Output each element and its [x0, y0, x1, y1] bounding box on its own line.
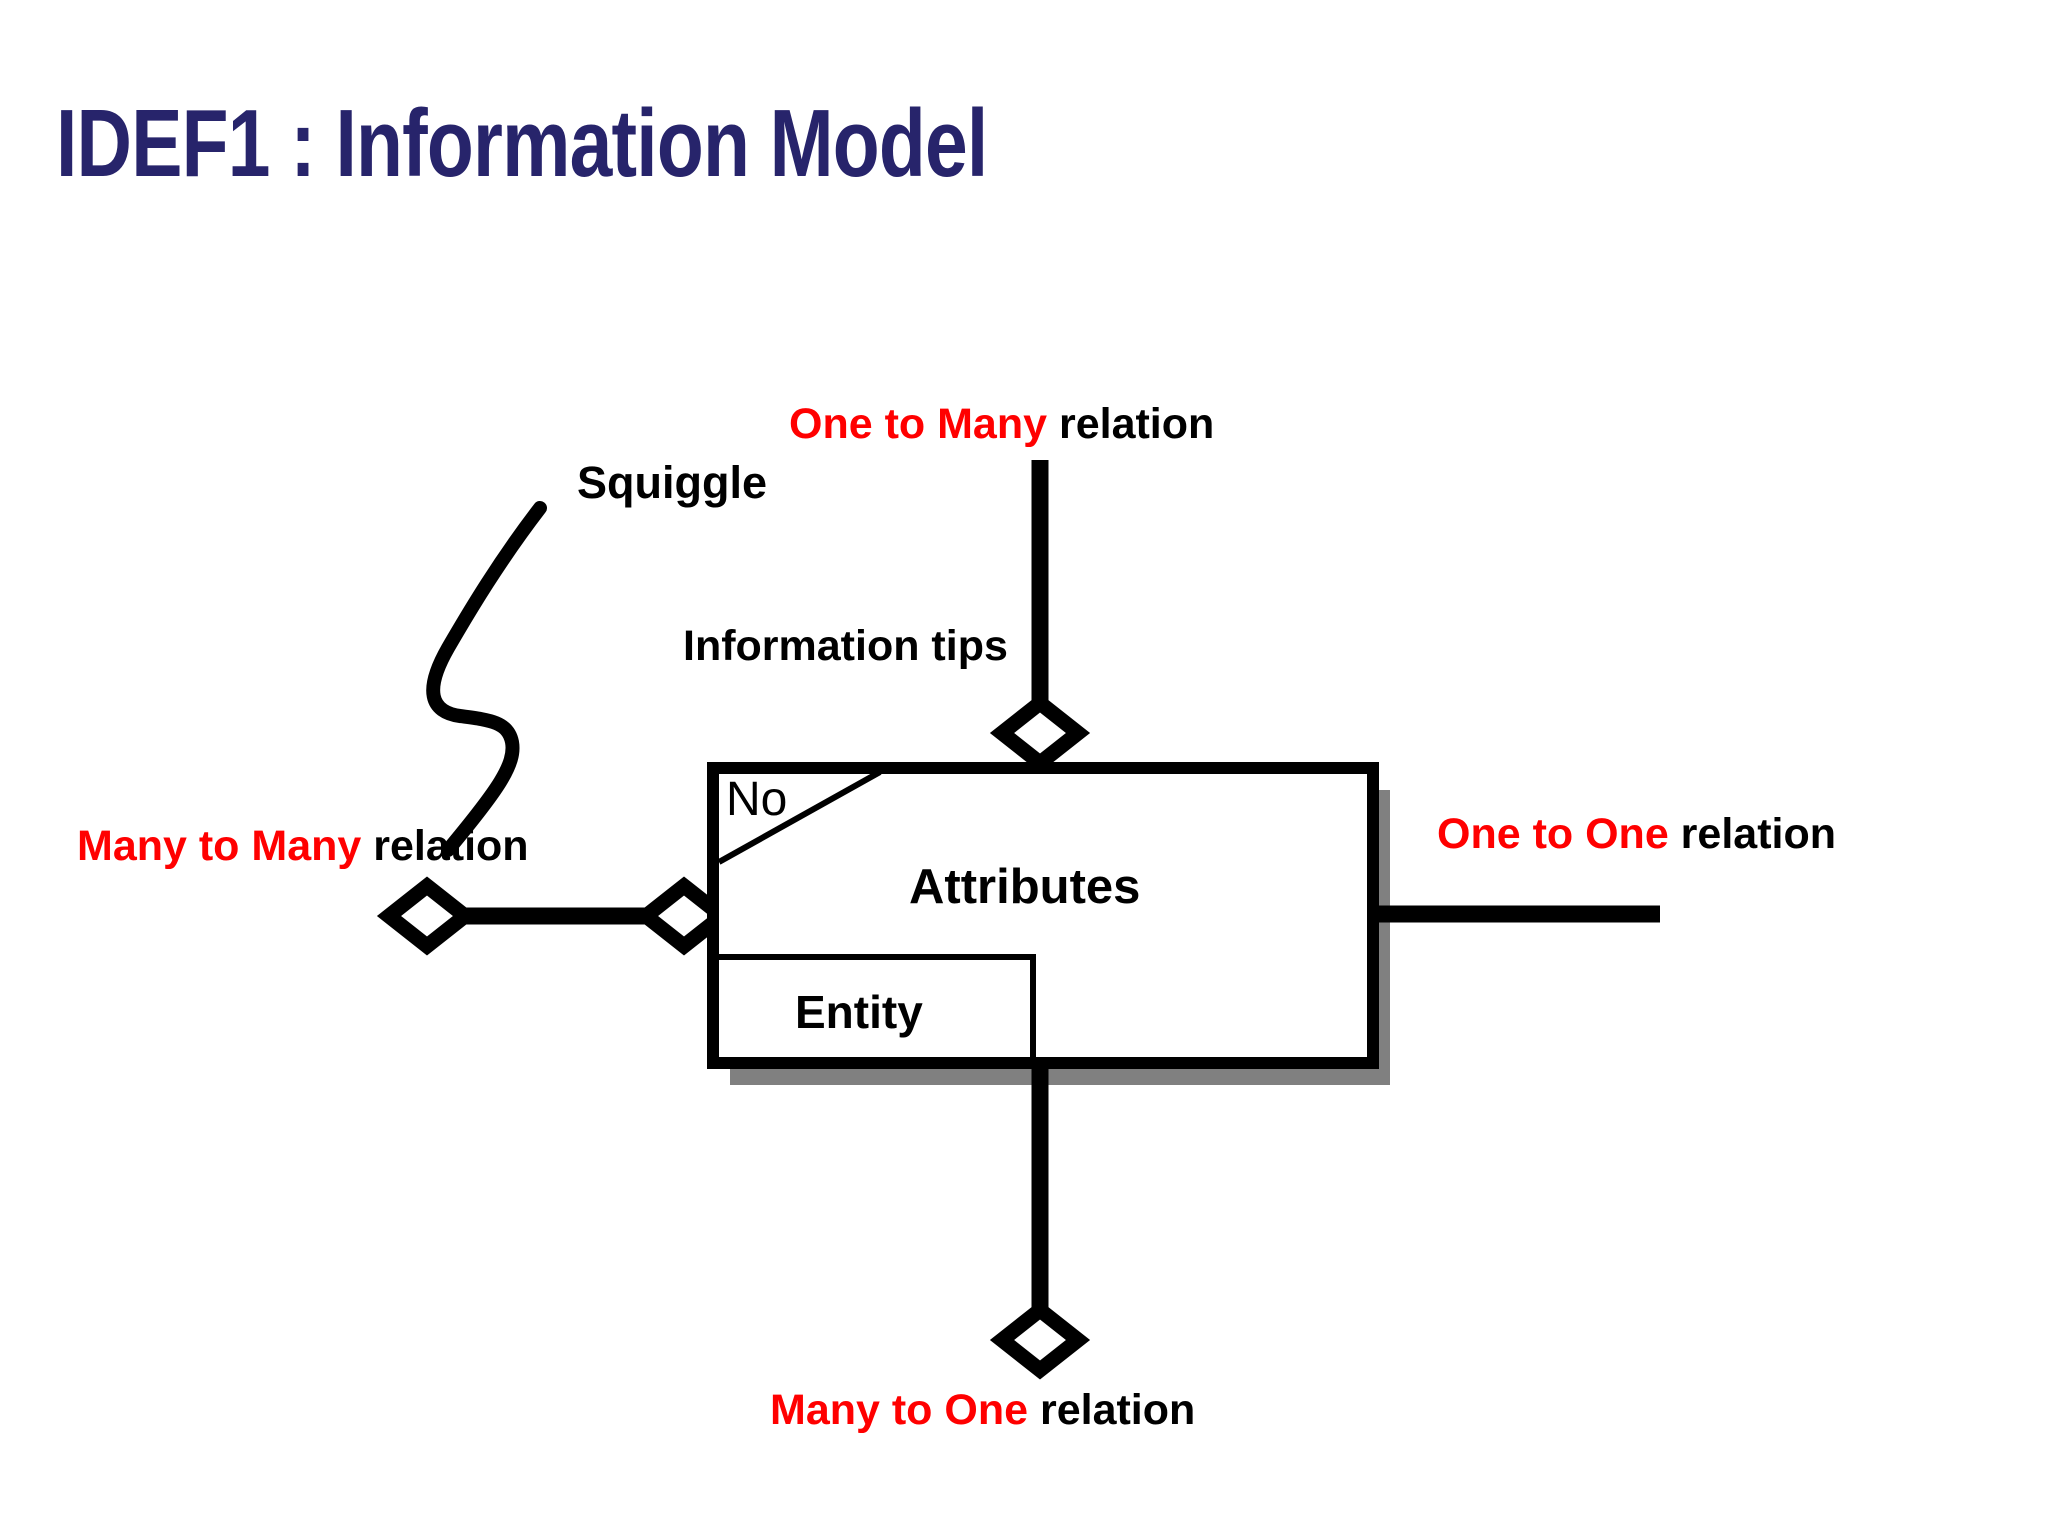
- entity-box-entity-label: Entity: [795, 986, 923, 1038]
- relation-suffix-one-to-one: relation: [1668, 810, 1836, 858]
- relation-suffix-one-to-many: relation: [1047, 400, 1215, 448]
- relation-emphasis-one-to-one: One to One: [1437, 810, 1669, 858]
- relation-label-many-to-one: Many to One relation: [770, 1386, 1195, 1434]
- entity-box: [707, 762, 1379, 1069]
- squiggle-stroke: [426, 501, 547, 857]
- annotation-information-tips-label: Information tips: [683, 622, 1008, 670]
- entity-subbox-outline: [719, 954, 1036, 1057]
- diamond-left-far: [376, 876, 478, 956]
- relation-label-one-to-one: One to One relation: [1437, 810, 1836, 858]
- diamond-bottom: [989, 1300, 1091, 1380]
- relation-emphasis-many-to-one: Many to One: [770, 1386, 1029, 1434]
- entity-box-corner-label: No: [726, 773, 788, 826]
- diamond-top: [989, 693, 1091, 773]
- annotation-squiggle-label: Squiggle: [577, 457, 767, 508]
- page-title: IDEF1 : Information Model: [56, 90, 988, 197]
- relation-label-one-to-many: One to Many relation: [789, 400, 1214, 448]
- relation-suffix-many-to-many: relation: [361, 822, 529, 870]
- relation-emphasis-many-to-many: Many to Many: [77, 822, 362, 870]
- relation-suffix-many-to-one: relation: [1028, 1386, 1196, 1434]
- relation-emphasis-one-to-many: One to Many: [789, 400, 1048, 448]
- entity-box-corner-diagonal: [717, 769, 882, 865]
- entity-box-attributes-label: Attributes: [909, 860, 1141, 914]
- relation-label-many-to-many: Many to Many relation: [77, 822, 529, 870]
